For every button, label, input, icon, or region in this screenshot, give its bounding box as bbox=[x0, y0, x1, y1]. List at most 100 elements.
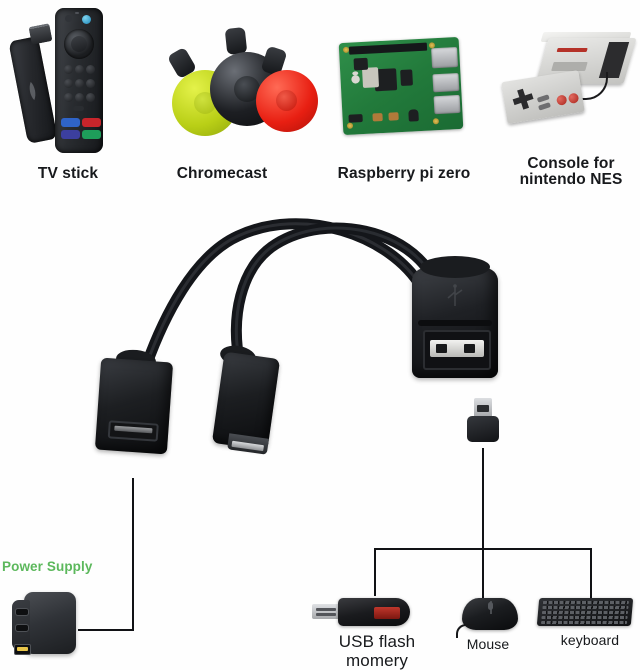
nes-controller-icon bbox=[501, 70, 585, 124]
label-usb-flash-line1: USB flash bbox=[338, 632, 416, 651]
usb-c-port-2-icon bbox=[15, 624, 29, 632]
label-tv-stick: TV stick bbox=[37, 165, 99, 182]
ram-chip-icon bbox=[362, 67, 380, 88]
remote-back-button-icon bbox=[64, 65, 73, 74]
label-power-supply: Power Supply bbox=[2, 559, 93, 574]
chromecast-puck-red-icon bbox=[256, 70, 318, 132]
micro-usb-female-connector bbox=[94, 357, 174, 455]
keyboard-row-4-icon bbox=[541, 616, 628, 619]
b-button-icon bbox=[555, 93, 569, 107]
usb-c-power-port-icon bbox=[348, 114, 363, 123]
device-mouse bbox=[456, 596, 522, 638]
chromecast-hdmi-stub-black-icon bbox=[224, 27, 248, 55]
wire-drop-flash bbox=[374, 548, 376, 596]
remote-mic-icon bbox=[75, 12, 79, 14]
wire-drop-mouse bbox=[482, 548, 484, 598]
remote-app-prime-icon bbox=[61, 118, 80, 127]
usb-a-strain-relief-icon bbox=[420, 256, 490, 278]
remote-volume-button-icon bbox=[64, 93, 73, 102]
usb-a-port-opening bbox=[423, 330, 491, 370]
device-nes-console bbox=[500, 28, 638, 146]
keyboard-row-1-icon bbox=[542, 601, 629, 604]
keyboard-row-5-icon bbox=[540, 621, 628, 624]
wire-drop-keyboard bbox=[590, 548, 592, 598]
a-button-icon bbox=[567, 91, 580, 105]
usb-controller-chip-icon bbox=[353, 57, 369, 71]
nes-cartridge-flap-icon bbox=[551, 62, 588, 71]
usb-a-male-dongle bbox=[465, 398, 501, 448]
label-nes-line2: nintendo NES bbox=[519, 171, 623, 188]
start-button-icon bbox=[538, 102, 551, 111]
label-usb-flash-line2: momery bbox=[346, 651, 408, 670]
micro-usb-female-port-opening bbox=[107, 420, 159, 442]
fire-tv-remote-icon bbox=[55, 8, 103, 153]
wire-usb-trunk bbox=[482, 448, 484, 550]
amazon-logo-icon bbox=[29, 81, 36, 101]
label-nes-line1: Console for bbox=[527, 155, 615, 172]
keyboard-body-icon bbox=[536, 598, 634, 626]
usb-a-female-connector bbox=[412, 268, 498, 378]
power-supply-charger bbox=[12, 588, 82, 660]
cable-wires-icon bbox=[140, 218, 440, 372]
wire-power-horizontal bbox=[78, 629, 134, 631]
remote-app-netflix-icon bbox=[82, 118, 101, 127]
usb-a-tongue-icon bbox=[430, 340, 484, 357]
nes-wordmark-icon bbox=[556, 48, 588, 52]
micro-hdmi-port-1-icon bbox=[372, 113, 383, 122]
micro-hdmi-port-2-icon bbox=[388, 112, 399, 121]
dpad-icon bbox=[510, 87, 535, 112]
charger-body-icon bbox=[24, 592, 76, 654]
label-chromecast: Chromecast bbox=[176, 165, 268, 182]
ethernet-port-icon bbox=[431, 47, 459, 69]
remote-rewind-button-icon bbox=[64, 79, 73, 88]
mouse-body-icon bbox=[462, 598, 518, 630]
mount-hole-br-icon bbox=[432, 118, 440, 125]
flash-drive-body-icon bbox=[338, 598, 410, 626]
hdmi-connector-icon bbox=[28, 23, 53, 45]
remote-menu-button-icon bbox=[86, 65, 95, 74]
remote-app-disney-icon bbox=[61, 130, 80, 139]
remote-alexa-button-icon bbox=[82, 15, 91, 24]
remote-mute-button-icon bbox=[75, 93, 84, 102]
otg-splitter-cable bbox=[90, 200, 560, 490]
mount-hole-bl-icon bbox=[346, 122, 354, 129]
remote-app-hulu-icon bbox=[82, 130, 101, 139]
label-nes-console: Console for nintendo NES bbox=[506, 156, 636, 188]
remote-channel-button-icon bbox=[86, 93, 95, 102]
device-tv-stick bbox=[8, 8, 122, 153]
remote-forward-button-icon bbox=[86, 79, 95, 88]
flash-drive-slider-icon bbox=[374, 607, 400, 619]
remote-play-button-icon bbox=[75, 79, 84, 88]
audio-jack-icon bbox=[408, 109, 419, 122]
remote-bar-button-icon bbox=[73, 106, 84, 111]
mouse-cord-icon bbox=[456, 624, 474, 638]
flash-usb-plug-icon bbox=[312, 604, 342, 619]
remote-power-button-icon bbox=[65, 15, 72, 22]
usb-a-port-icon bbox=[14, 644, 31, 655]
remote-home-button-icon bbox=[75, 65, 84, 74]
usb-c-port-1-icon bbox=[15, 608, 29, 616]
usb-port-bottom-icon bbox=[433, 94, 461, 115]
mouse-wheel-icon bbox=[488, 602, 493, 610]
chromecast-logo-red-icon bbox=[276, 90, 297, 111]
usb-port-top-icon bbox=[432, 72, 460, 93]
device-usb-flash-drive bbox=[312, 596, 410, 630]
label-mouse: Mouse bbox=[466, 636, 510, 652]
keyboard-row-2-icon bbox=[542, 606, 629, 609]
controller-cord-icon bbox=[580, 72, 608, 100]
raspberry-logo-icon bbox=[351, 71, 360, 84]
label-raspberry-pi: Raspberry pi zero bbox=[337, 165, 471, 182]
dongle-body-icon bbox=[467, 416, 499, 442]
charger-port-panel-icon bbox=[12, 600, 31, 655]
keyboard-row-3-icon bbox=[541, 611, 629, 614]
device-raspberry-pi bbox=[337, 32, 465, 144]
device-keyboard bbox=[536, 596, 634, 630]
controller-chip-icon bbox=[400, 69, 413, 86]
device-chromecast bbox=[152, 22, 318, 142]
label-keyboard: keyboard bbox=[560, 632, 620, 648]
gpio-header-icon bbox=[348, 42, 428, 55]
remote-dpad-icon bbox=[64, 29, 94, 59]
chromecast-logo-black-icon bbox=[234, 76, 260, 102]
usb-symbol-icon bbox=[447, 284, 463, 306]
